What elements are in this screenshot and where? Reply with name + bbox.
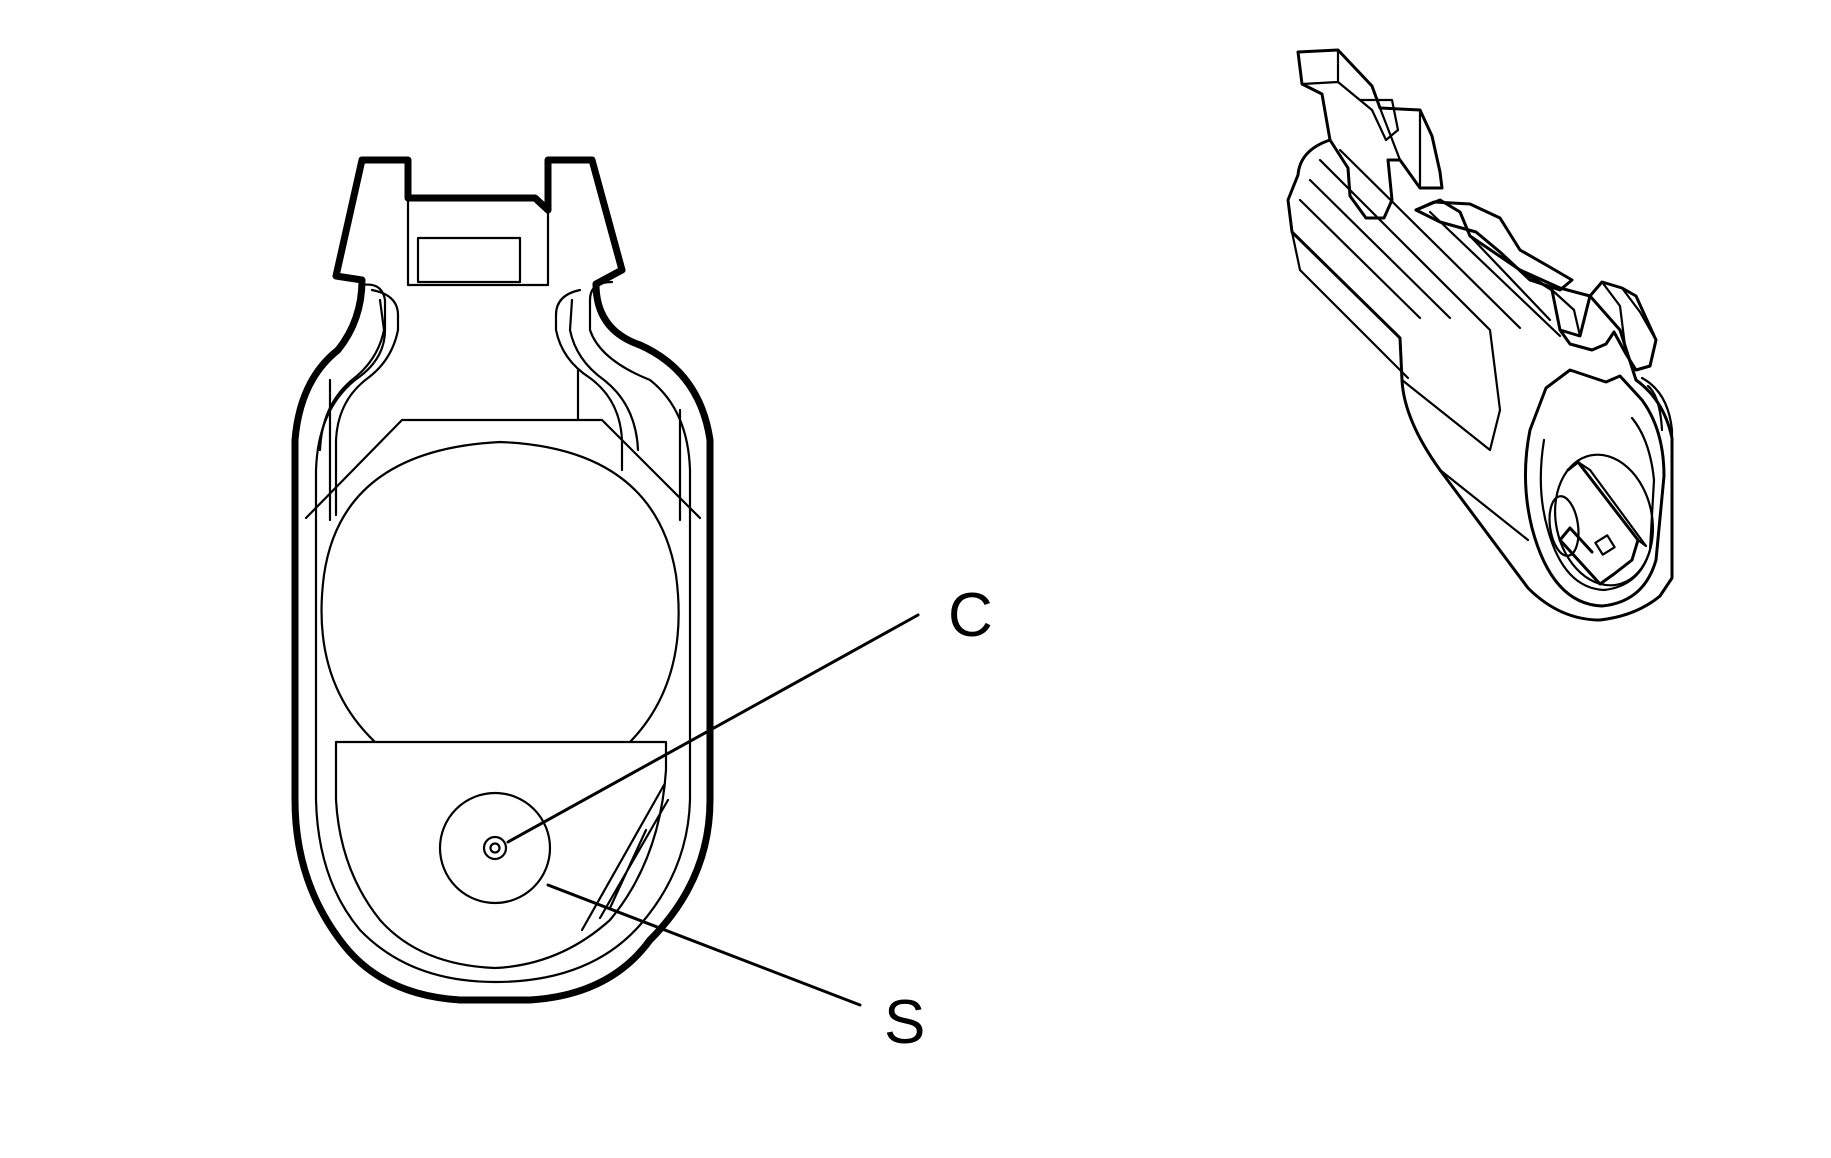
iso-latch-top [1296,48,1444,220]
iso-lower-flange [1400,378,1530,542]
contact-center-point [489,842,501,854]
iso-side-spring [1640,376,1674,502]
callout-c: C [506,581,993,844]
connector-front-view [291,156,714,1004]
callout-s-label: S [884,988,925,1057]
front-view-housing-outline [291,156,714,1004]
callout-c-label: C [948,581,993,650]
callout-c-leader [506,613,920,844]
iso-body-ridges [1290,148,1562,412]
front-view-right-rail-inner [568,298,640,452]
front-view-inner-shell [314,280,692,984]
iso-latch-top-detail [1300,48,1422,190]
front-view-latch-inner [406,196,550,287]
callout-s-leader [546,883,862,1007]
connector-isometric-view [1286,48,1674,622]
iso-mid-latch [1414,200,1574,292]
iso-front-face-inner [1539,416,1656,592]
iso-terminal-blade-edge [1576,460,1648,548]
front-view-side-lines [328,368,682,522]
contact-inner-ring [482,835,508,861]
iso-rear-latch-detail [1550,280,1658,356]
front-view-latch-window [416,236,522,284]
iso-terminal-window [1594,534,1616,556]
front-view-diagonal-detail [580,783,670,932]
front-view-left-rail-inner [318,298,386,452]
iso-terminal-blade [1558,460,1640,586]
callout-s: S [546,883,925,1057]
iso-front-face [1524,368,1666,608]
front-view-terminal-cavity [320,440,680,744]
front-view-left-rail [334,288,400,517]
front-view-lower-plate [334,740,668,970]
front-view-right-rail [554,288,624,472]
iso-round-opening-inner [1548,495,1580,557]
iso-round-opening [1553,453,1655,587]
contact-outer-ring [438,791,552,905]
front-view-cavity-octagon [304,418,702,520]
